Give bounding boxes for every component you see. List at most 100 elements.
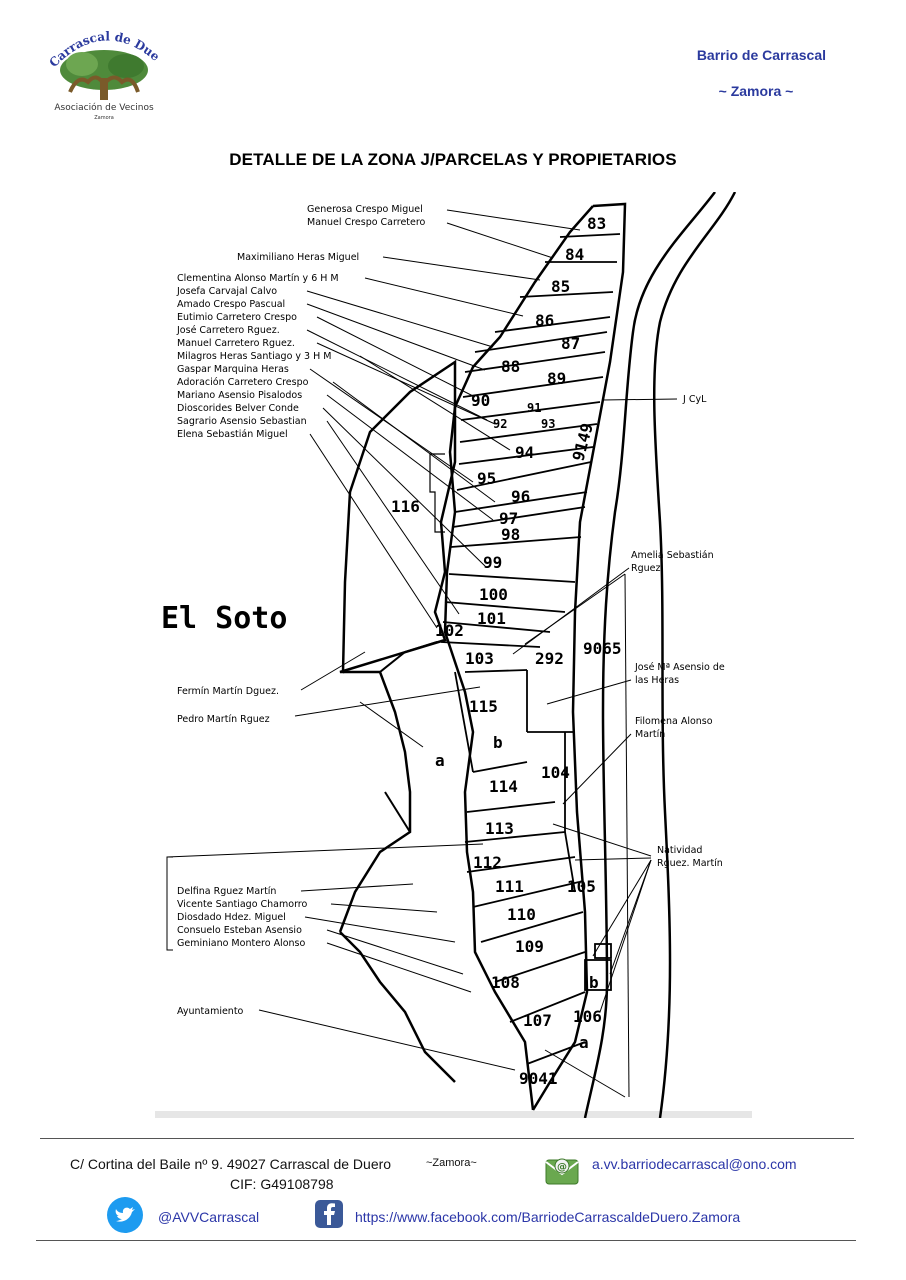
owner-label: Pedro Martín Rguez (177, 714, 270, 725)
parcel-label: 90 (471, 391, 490, 410)
location-line-1: Barrio de Carrascal (696, 47, 826, 63)
owner-label: Dioscorides Belver Conde (177, 403, 299, 414)
label-jose-maria-2: las Heras (635, 675, 679, 686)
label-natividad-2: Rguez. Martín (657, 858, 723, 869)
facebook-icon[interactable] (314, 1199, 344, 1229)
river-right-bank (583, 192, 716, 1118)
owner-label: Consuelo Esteban Asensio (177, 925, 302, 936)
label-amelia-1: Amelia Sebastián (631, 550, 714, 561)
parcel-label: 113 (485, 819, 514, 838)
owner-label: Manuel Crespo Carretero (307, 217, 426, 228)
parcel-label: 116 (391, 497, 420, 516)
parcel-label: 111 (495, 877, 524, 896)
parcel-label: 95 (477, 469, 496, 488)
footer-cif: CIF: G49108798 (230, 1176, 334, 1192)
parcel-label: 107 (523, 1011, 552, 1030)
footer-divider-bottom (36, 1240, 856, 1241)
owner-label: Mariano Asensio Pisalodos (177, 390, 302, 401)
label-filomena-1: Filomena Alonso (635, 716, 713, 727)
owner-label: Fermín Martín Dguez. (177, 686, 279, 697)
owner-label: Delfina Rguez Martín (177, 886, 276, 897)
header-location: Barrio de Carrascal ~ Zamora ~ (606, 46, 826, 100)
parcel-116-outline (339, 359, 457, 674)
owner-label: Eutimio Carretero Crespo (177, 312, 297, 323)
parcel-label: 92 (493, 417, 507, 431)
parcel-label: 99 (483, 553, 502, 572)
parcel-label: 9065 (583, 639, 622, 658)
parcel-label: 114 (489, 777, 518, 796)
owner-label: Amado Crespo Pascual (177, 299, 285, 310)
parcel-label: 96 (511, 487, 530, 506)
footer-city: ~Zamora~ (426, 1157, 477, 1169)
parcel-label: 109 (515, 937, 544, 956)
label-natividad-1: Natividad (657, 845, 702, 856)
parcel-numbers: 83 84 85 86 87 88 89 90 91 92 93 94 95 9… (391, 214, 622, 1088)
owner-label: Maximiliano Heras Miguel (237, 252, 359, 263)
owner-labels-top: Generosa Crespo Miguel Manuel Crespo Car… (176, 204, 426, 440)
owner-label: Milagros Heras Santiago y 3 H M (177, 351, 331, 362)
owner-label-ayuntamiento: Ayuntamiento (177, 1006, 244, 1017)
label-filomena-2: Martín (635, 729, 665, 740)
label-amelia-2: Rguez. (631, 563, 664, 574)
parcel-label: 102 (435, 621, 464, 640)
logo-name: Asociación de Vecinos (54, 102, 154, 113)
mail-icon: @ (545, 1158, 579, 1185)
association-logo: Carrascal de Duero Asociación de Vecinos… (40, 22, 163, 121)
footer-divider-top (40, 1138, 854, 1139)
river-left-bank (652, 192, 737, 1118)
owner-label: Generosa Crespo Miguel (307, 204, 423, 215)
owner-label: Adoración Carretero Crespo (177, 377, 309, 388)
parcel-label: 101 (477, 609, 506, 628)
parcel-label: 103 (465, 649, 494, 668)
owner-label: José Carretero Rguez. (176, 325, 280, 336)
parcel-label: 89 (547, 369, 566, 388)
parcel-label: b (589, 973, 599, 992)
parcel-label: 84 (565, 245, 584, 264)
location-line-2: ~ Zamora ~ (718, 83, 794, 99)
owner-label: Clementina Alonso Martín y 6 H M (177, 273, 339, 284)
owner-label: Manuel Carretero Rguez. (177, 338, 295, 349)
parcel-label: a (435, 751, 445, 770)
parcel-label: 105 (567, 877, 596, 896)
owner-label: Elena Sebastián Miguel (177, 429, 288, 440)
owner-label: Vicente Santiago Chamorro (177, 899, 308, 910)
page-title: DETALLE DE LA ZONA J/PARCELAS Y PROPIETA… (229, 150, 677, 169)
parcel-label: 85 (551, 277, 570, 296)
parcel-label: b (493, 733, 503, 752)
logo-city: Zamora (94, 115, 114, 121)
parcel-label: 9041 (519, 1069, 558, 1088)
label-jose-maria-1: José Mª Asensio de (634, 662, 725, 673)
parcel-label: 108 (491, 973, 520, 992)
parcel-label: 106 (573, 1007, 602, 1026)
footer-address: C/ Cortina del Baile nº 9. 49027 Carrasc… (70, 1156, 392, 1172)
parcel-map: 83 84 85 86 87 88 89 90 91 92 93 94 95 9… (155, 192, 752, 1118)
owner-label: Geminiano Montero Alonso (177, 938, 305, 949)
parcel-label: 94 (515, 443, 534, 462)
parcel-label: 87 (561, 334, 580, 353)
parcel-label: 115 (469, 697, 498, 716)
parcel-label: 86 (535, 311, 554, 330)
place-label-el-soto: El Soto (161, 601, 287, 636)
parcel-label: 110 (507, 905, 536, 924)
parcel-label: 97 (499, 509, 518, 528)
label-jcyl: J CyL (682, 394, 707, 405)
facebook-link[interactable]: https://www.facebook.com/BarriodeCarrasc… (355, 1209, 741, 1225)
parcel-label: 292 (535, 649, 564, 668)
parcel-label: a (579, 1033, 589, 1052)
email-link[interactable]: a.vv.barriodecarrascal@ono.com (592, 1156, 797, 1172)
svg-text:@: @ (557, 1162, 567, 1173)
parcel-label: 98 (501, 525, 520, 544)
owner-label: Sagrario Asensio Sebastian (177, 416, 307, 427)
parcel-label: 93 (541, 417, 555, 431)
twitter-icon[interactable] (106, 1196, 144, 1234)
owner-label: Josefa Carvajal Calvo (176, 286, 277, 297)
twitter-handle[interactable]: @AVVCarrascal (158, 1209, 260, 1225)
owner-label: Gaspar Marquina Heras (177, 364, 289, 375)
parcel-label: 104 (541, 763, 570, 782)
owner-label: Diosdado Hdez. Miguel (177, 912, 286, 923)
parcel-label: 83 (587, 214, 606, 233)
parcel-label: 112 (473, 853, 502, 872)
parcel-label: 100 (479, 585, 508, 604)
parcel-label: 88 (501, 357, 520, 376)
parcel-label: 91 (527, 401, 541, 415)
